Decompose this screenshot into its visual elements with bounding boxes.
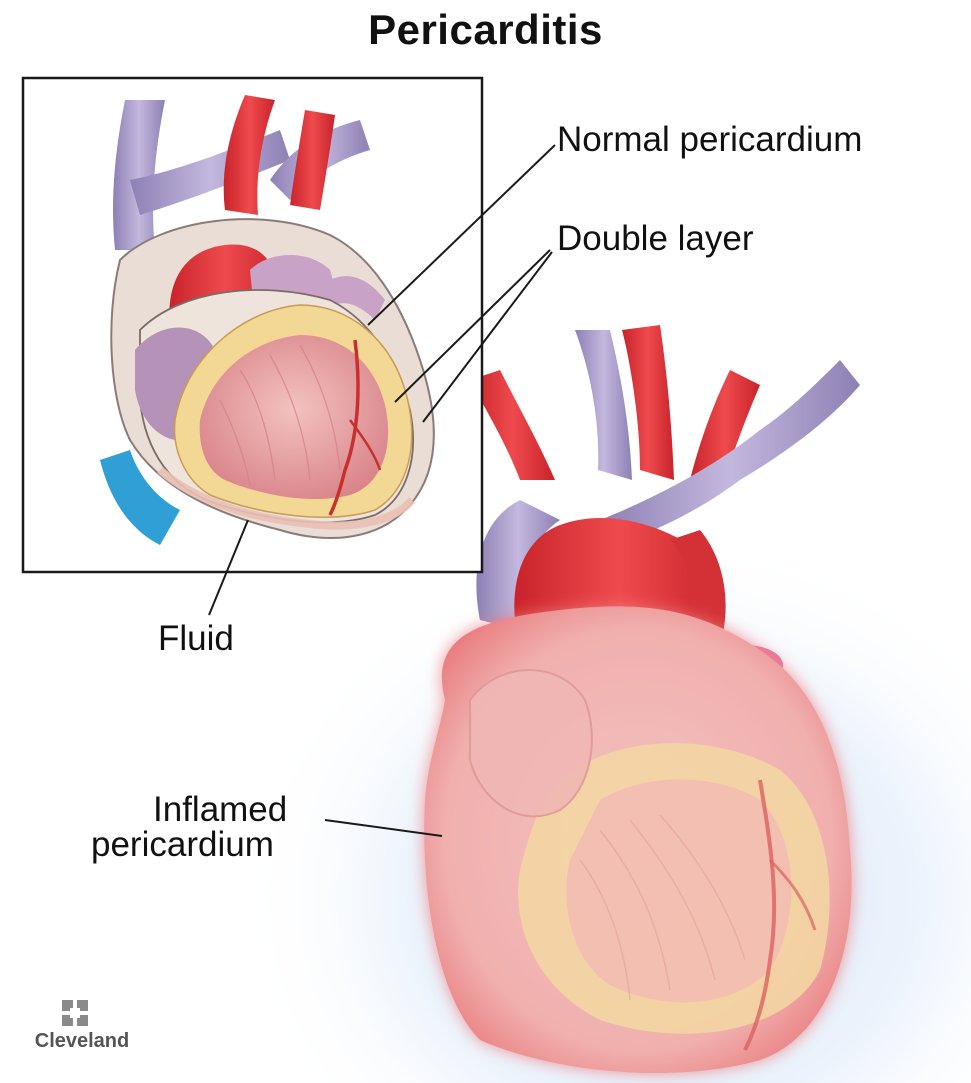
logo-text: Cleveland [22, 1030, 142, 1053]
label-fluid: Fluid [158, 620, 234, 658]
label-double-layer: Double layer [557, 220, 754, 258]
label-normal-pericardium: Normal pericardium [557, 121, 862, 159]
label-inflamed-line1: Inflamed [153, 791, 287, 829]
cleveland-clinic-logo-icon [62, 1000, 88, 1026]
page-title: Pericarditis [0, 6, 971, 54]
cleveland-clinic-logo: Cleveland [22, 1028, 142, 1053]
label-inflamed-line2: pericardium [91, 826, 274, 864]
inset-panel [23, 78, 482, 572]
